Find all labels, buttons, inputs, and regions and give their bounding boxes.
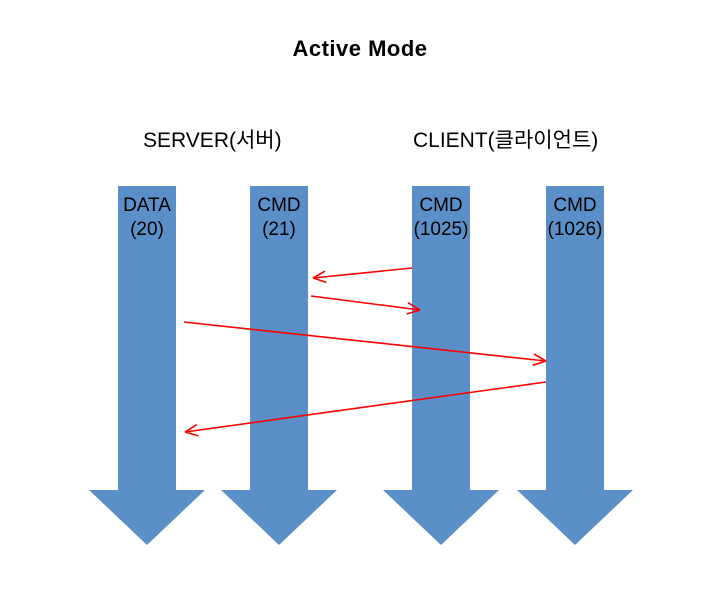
- page-title: Active Mode: [292, 36, 428, 61]
- lifeline-label-line2: (20): [130, 219, 164, 240]
- message-arrow-cmd1025-to-cmd21: [312, 267, 413, 284]
- lifeline-label-line1: CMD: [257, 195, 301, 216]
- lifeline-label-data-20: DATA (20): [87, 194, 207, 242]
- lifeline-label-line2: (21): [262, 219, 296, 240]
- lifeline-label-line2: (1026): [547, 219, 603, 240]
- lifeline-label-line1: DATA: [123, 195, 171, 216]
- lifeline-label-line2: (1025): [413, 219, 469, 240]
- column-header-server: SERVER(서버): [143, 129, 282, 152]
- column-header-client: CLIENT(클라이언트): [413, 129, 599, 152]
- lifeline-label-cmd-21: CMD (21): [219, 194, 339, 242]
- lifeline-label-line1: CMD: [419, 195, 463, 216]
- lifeline-label-cmd-1025: CMD (1025): [381, 194, 501, 242]
- message-arrow-cmd1026-to-data20: [184, 381, 547, 437]
- message-arrow-cmd21-to-cmd1025: [310, 295, 421, 315]
- message-arrow-data20-to-cmd1026: [183, 321, 547, 367]
- lifeline-label-cmd-1026: CMD (1026): [515, 194, 635, 242]
- lifeline-label-line1: CMD: [553, 195, 597, 216]
